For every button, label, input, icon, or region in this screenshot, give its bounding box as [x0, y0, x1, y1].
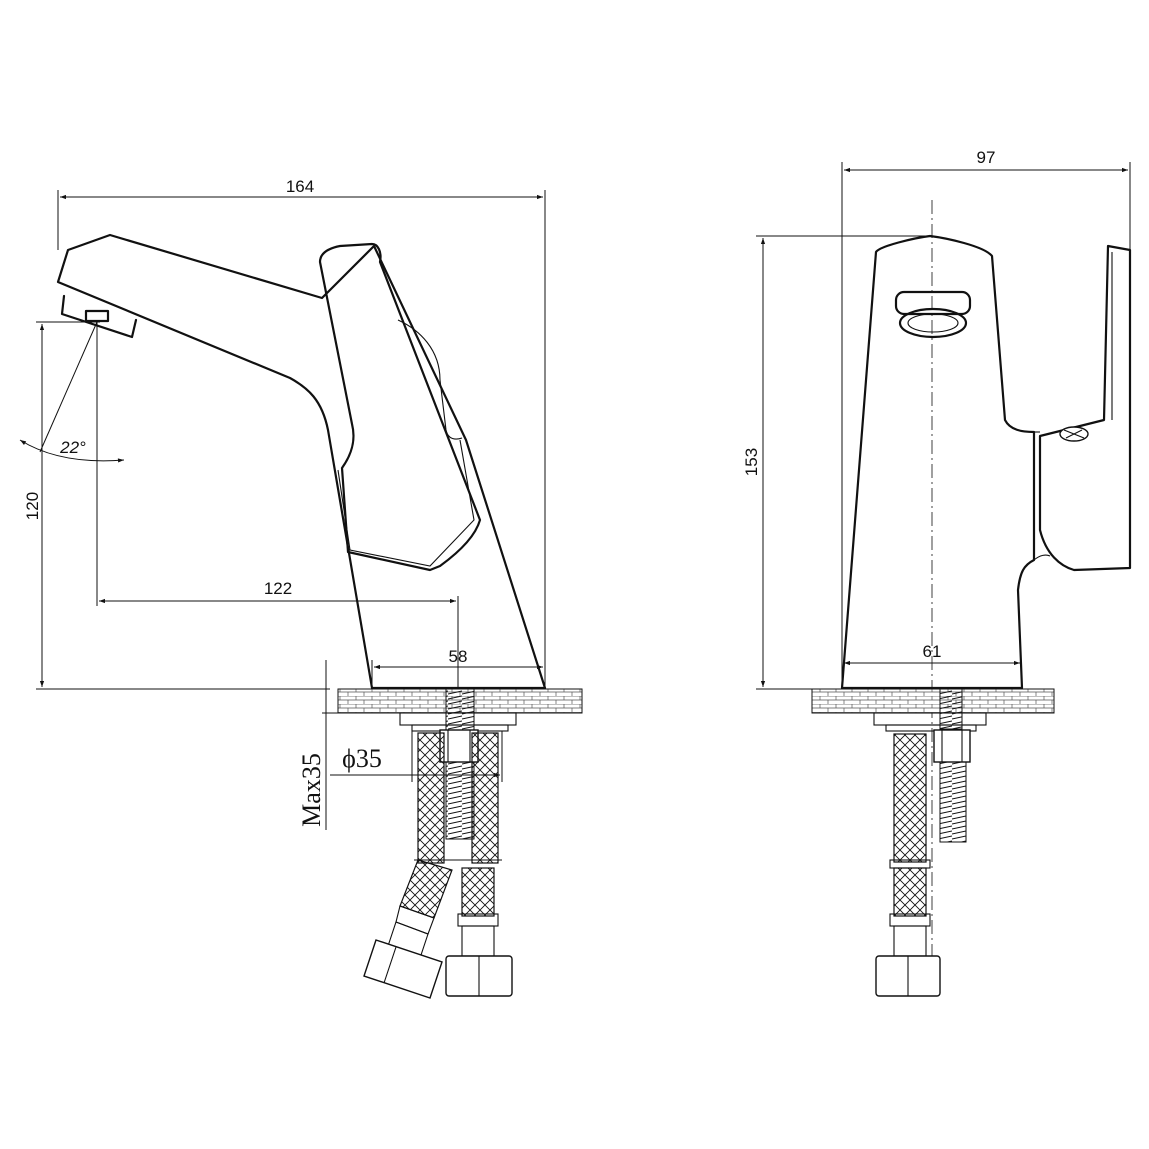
dim-label-153: 153: [742, 448, 761, 476]
front-lever-handle: [1038, 244, 1132, 572]
side-hose-right: [471, 732, 499, 864]
front-countertop: [811, 688, 1055, 714]
front-view: 97 153 61: [742, 148, 1132, 997]
dim-label-122: 122: [264, 579, 292, 598]
dim-label-61: 61: [923, 642, 942, 661]
front-mount-washer: [873, 712, 987, 726]
front-nut: [933, 729, 971, 763]
dim-label-164: 164: [286, 177, 314, 196]
front-faucet-body: [840, 234, 1036, 690]
side-hose-left: [417, 732, 445, 864]
dim-label-phi35: ϕ35: [342, 744, 382, 773]
dim-label-max35: Max35: [297, 753, 326, 827]
front-lever-pin: [1059, 426, 1089, 442]
side-hose-bent-nut: [363, 939, 443, 999]
side-faucet-body: [56, 233, 547, 690]
front-aerator-rim: [894, 290, 972, 316]
front-threaded-rod: [939, 761, 967, 843]
front-hose-left: [893, 733, 927, 863]
side-lever-handle: [318, 242, 482, 572]
front-aerator-outlet: [898, 307, 968, 339]
side-aerator: [60, 294, 138, 339]
side-hose-straight: [461, 867, 495, 917]
side-threaded-shank: [445, 688, 475, 840]
dim-label-120: 120: [23, 492, 42, 520]
side-lever-inner: [337, 439, 475, 567]
dim-label-22: 22°: [59, 438, 86, 457]
side-aerator-tip: [84, 309, 110, 323]
dim-label-97: 97: [977, 148, 996, 167]
side-view: 164 120 22° 122 58 Max35 ϕ35: [19, 177, 583, 999]
dim-label-58: 58: [449, 647, 468, 666]
front-threaded-shank: [939, 688, 963, 730]
dim-arc-22: [19, 439, 125, 463]
side-lever-detail: [324, 417, 331, 441]
side-lever-hinge: [397, 319, 463, 440]
